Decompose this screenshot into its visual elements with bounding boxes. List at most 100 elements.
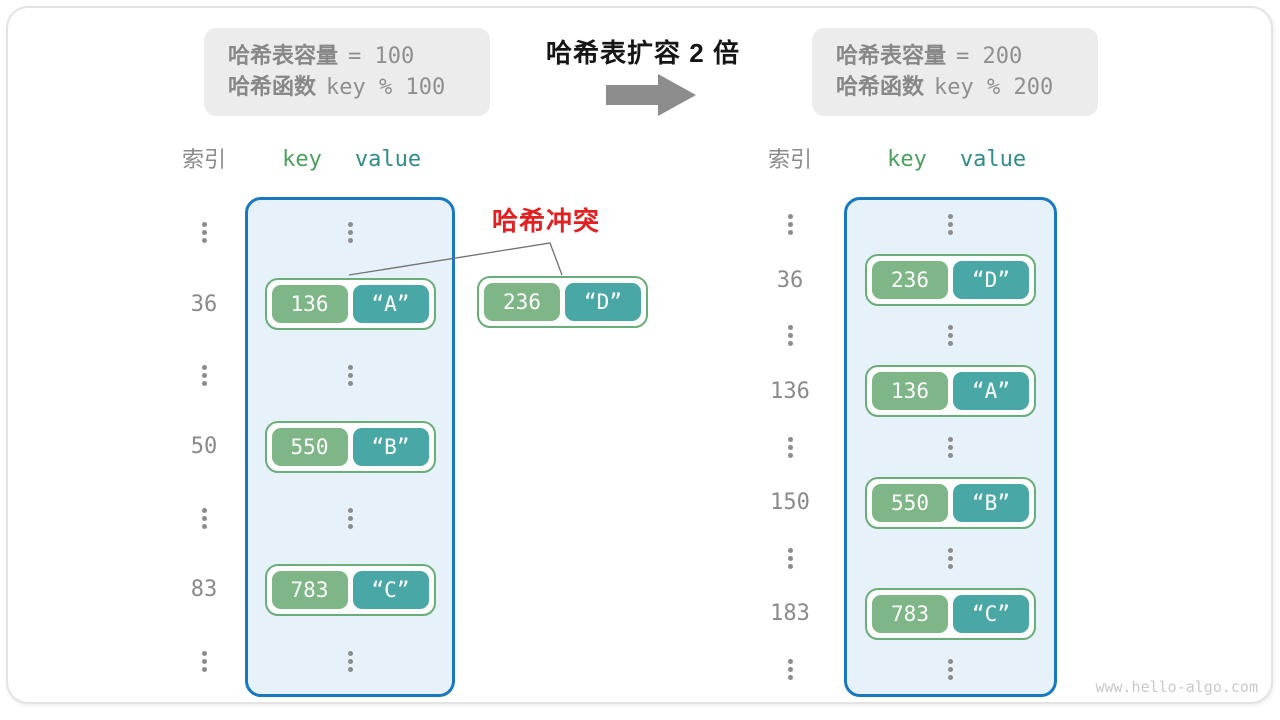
- index-cell: 36: [745, 253, 835, 309]
- bucket-cell: 236“D”: [844, 253, 1057, 309]
- ellipsis-icon: [948, 436, 953, 458]
- key-value-pair: 783“C”: [264, 563, 436, 616]
- right-arrow-icon: [606, 74, 696, 116]
- index-cell: 150: [745, 475, 835, 531]
- ellipsis-icon: [201, 365, 207, 386]
- index-column-header: 索引: [181, 147, 226, 172]
- index-cell: [745, 308, 835, 364]
- ellipsis-icon: [347, 365, 353, 386]
- table-gap-row: [150, 483, 490, 554]
- key-column-header: key: [282, 147, 322, 172]
- key-value-pair: 236“D”: [865, 254, 1036, 307]
- bucket-cell: 136“A”: [245, 268, 455, 339]
- table-row: 36 136“A”: [150, 268, 490, 339]
- table-row: 50 550“B”: [150, 411, 490, 482]
- index-label: 36: [190, 291, 218, 317]
- hash-fn-value: key % 100: [326, 75, 446, 100]
- key-value-pair: 136“A”: [865, 365, 1036, 418]
- table-row: 36 236“D”: [740, 253, 1080, 309]
- pair-key: 236: [872, 261, 948, 300]
- capacity-line: 哈希表容量 = 100: [228, 40, 490, 71]
- pair-key: 136: [872, 372, 948, 411]
- pair-value: “B”: [953, 483, 1029, 522]
- ellipsis-icon: [201, 222, 207, 243]
- index-cell: 83: [159, 554, 249, 625]
- capacity-line: 哈希表容量 = 200: [836, 40, 1098, 71]
- collision-label: 哈希冲突: [491, 206, 600, 236]
- ellipsis-icon: [201, 650, 207, 672]
- bucket-cell: [245, 483, 455, 554]
- index-cell: 183: [745, 586, 835, 642]
- bucket-cell: [245, 197, 455, 268]
- bucket-cell: [844, 642, 1057, 698]
- bucket-cell: [844, 308, 1057, 364]
- ellipsis-icon: [948, 658, 953, 680]
- table-row: 83 783“C”: [150, 554, 490, 625]
- key-value-pair: 550“B”: [865, 476, 1036, 529]
- pair-key: 550: [271, 427, 348, 466]
- ellipsis-icon: [787, 436, 793, 458]
- bucket-cell: 550“B”: [844, 475, 1057, 531]
- table-gap-row: [740, 197, 1080, 253]
- index-cell: [159, 626, 249, 697]
- table-gap-row: [740, 642, 1080, 698]
- index-cell: 136: [745, 364, 835, 420]
- collision-connector-lines: [348, 242, 563, 276]
- ellipsis-icon: [787, 547, 793, 569]
- index-cell: 50: [159, 411, 249, 482]
- bucket-cell: [844, 530, 1057, 586]
- ellipsis-icon: [948, 325, 953, 346]
- key-value-pair: 136“A”: [264, 278, 436, 331]
- bucket-cell: 550“B”: [245, 411, 455, 482]
- watermark: www.hello-algo.com: [1095, 678, 1258, 696]
- pair-key: 783: [872, 594, 948, 633]
- collision-key-value-pair: 236 “D”: [477, 276, 648, 328]
- hash-fn-label: 哈希函数: [836, 74, 925, 99]
- ellipsis-icon: [347, 507, 353, 529]
- value-column-header: value: [959, 147, 1027, 172]
- hash-fn-label: 哈希函数: [228, 74, 317, 99]
- expand-title: 哈希表扩容 2 倍: [546, 38, 740, 68]
- ellipsis-icon: [787, 214, 793, 235]
- table-row: 150 550“B”: [740, 475, 1080, 531]
- hash-table-before: 索引 key value 36 136“A” 50 550“B” 83 783“C”: [150, 142, 490, 704]
- key-column-header: key: [887, 147, 927, 172]
- bucket-cell: [844, 419, 1057, 475]
- ellipsis-icon: [787, 658, 793, 680]
- index-cell: [745, 642, 835, 698]
- table-row: 183 783“C”: [740, 586, 1080, 642]
- table-gap-row: [150, 340, 490, 411]
- pair-value: “C”: [352, 570, 429, 609]
- hash-fn-line: 哈希函数 key % 100: [228, 71, 490, 102]
- index-label: 150: [770, 490, 810, 516]
- index-cell: [159, 340, 249, 411]
- key-value-pair: 783“C”: [865, 587, 1036, 640]
- index-label: 183: [770, 601, 810, 627]
- value-column-header: value: [354, 147, 422, 172]
- pair-value: “D”: [953, 261, 1029, 300]
- capacity-value: = 100: [348, 44, 415, 69]
- index-cell: [745, 419, 835, 475]
- capacity-value: = 200: [956, 44, 1023, 69]
- bucket-cell: 136“A”: [844, 364, 1057, 420]
- index-label: 36: [776, 267, 804, 293]
- index-label: 50: [190, 434, 218, 460]
- pair-value: “C”: [953, 594, 1029, 633]
- table-gap-row: [740, 530, 1080, 586]
- pair-key: 550: [872, 483, 948, 522]
- index-cell: [159, 483, 249, 554]
- index-label: 83: [190, 577, 218, 603]
- bucket-rows: 36 136“A” 50 550“B” 83 783“C”: [150, 197, 490, 697]
- pair-value: “B”: [352, 427, 429, 466]
- bucket-cell: [245, 340, 455, 411]
- index-column-header: 索引: [767, 147, 812, 172]
- capacity-label: 哈希表容量: [836, 43, 947, 68]
- key-value-pair: 550“B”: [264, 420, 436, 473]
- bucket-cell: [245, 626, 455, 697]
- capacity-label: 哈希表容量: [228, 43, 339, 68]
